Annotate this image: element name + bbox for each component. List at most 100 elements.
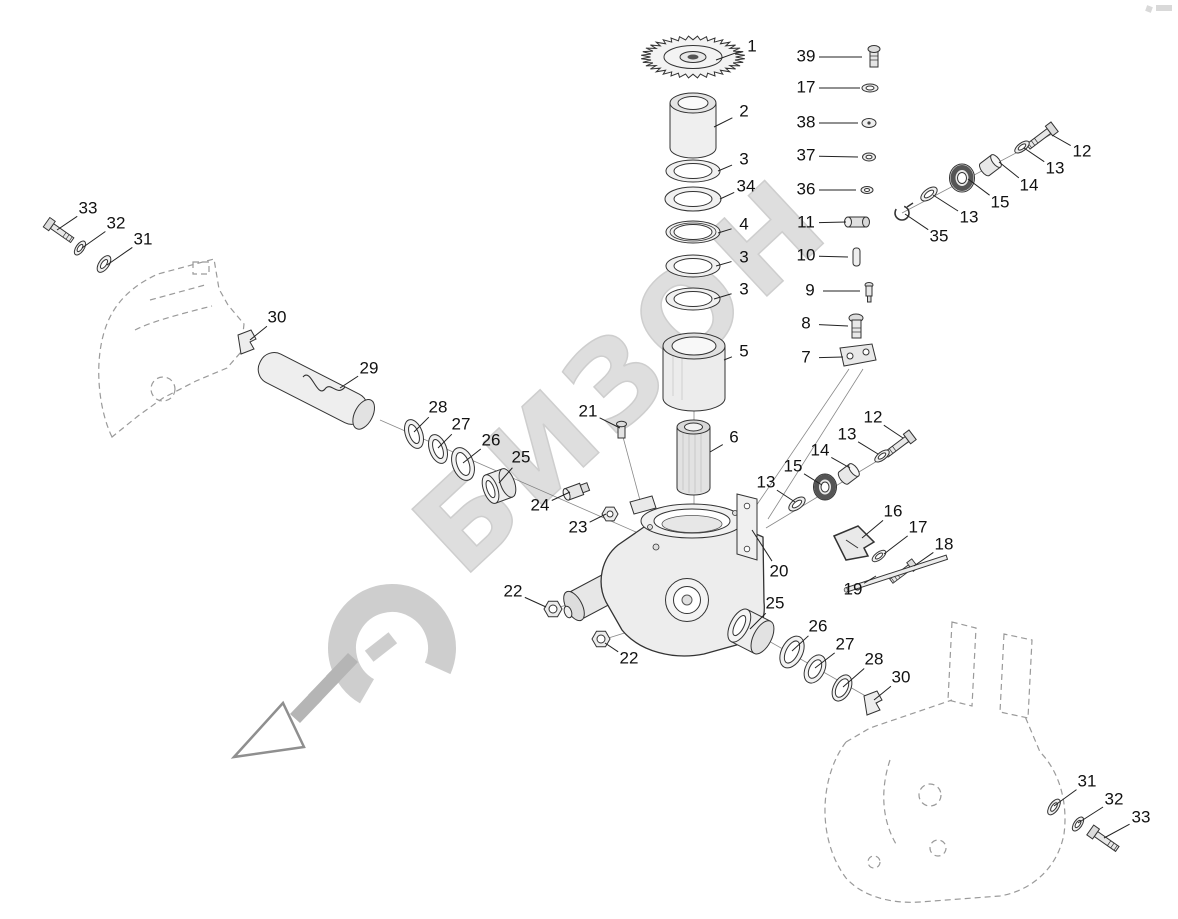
part-number-label: 28 bbox=[429, 397, 448, 416]
leader-line bbox=[818, 356, 844, 359]
leader-line bbox=[56, 215, 78, 231]
part-6-cylinder bbox=[676, 419, 711, 496]
part-15-bearing bbox=[949, 163, 975, 193]
leader-line bbox=[462, 448, 482, 464]
part-number-label: 4 bbox=[739, 214, 748, 233]
leader-line bbox=[339, 375, 359, 389]
part-25-bushing bbox=[727, 608, 775, 655]
part-number-label: 12 bbox=[864, 407, 883, 426]
part-number-label: 15 bbox=[991, 192, 1010, 211]
part-number-label: 8 bbox=[801, 313, 810, 332]
watermark-text: БИЗОН bbox=[388, 150, 856, 600]
part-number-label: 33 bbox=[1132, 807, 1151, 826]
part-20-plate bbox=[736, 493, 758, 561]
corner-mark bbox=[1145, 5, 1172, 13]
part-number-label: 3 bbox=[739, 247, 748, 266]
part-number-label: 33 bbox=[79, 198, 98, 217]
leader-line bbox=[717, 228, 732, 234]
part-number-label: 30 bbox=[892, 667, 911, 686]
leader-line bbox=[814, 652, 835, 669]
part-21-bolt bbox=[616, 420, 627, 439]
leader-line bbox=[1053, 789, 1077, 807]
part-number-label: 11 bbox=[797, 212, 815, 231]
part-31-washer bbox=[1047, 798, 1061, 816]
leader-line bbox=[842, 668, 865, 688]
part-number-label: 25 bbox=[766, 593, 785, 612]
leader-line bbox=[715, 261, 732, 267]
part-3-ring bbox=[665, 287, 721, 311]
leader-line bbox=[589, 513, 607, 523]
part-31-washer bbox=[96, 255, 112, 273]
part-number-label: 31 bbox=[134, 229, 153, 248]
leader-line bbox=[818, 155, 859, 158]
leader-line bbox=[831, 456, 851, 469]
brand-logo-bar bbox=[364, 632, 398, 662]
part-10-pin bbox=[852, 247, 861, 267]
leader-line bbox=[861, 519, 884, 539]
leader-line bbox=[249, 325, 268, 341]
part-4-ring bbox=[665, 220, 721, 244]
leader-line bbox=[967, 178, 990, 196]
part-number-label: 22 bbox=[504, 581, 523, 600]
part-number-label: 9 bbox=[805, 280, 814, 299]
part-1-gear bbox=[641, 35, 745, 79]
part-number-label: 14 bbox=[1020, 175, 1039, 194]
part-9-grease-nipple bbox=[864, 282, 874, 303]
leader-line bbox=[413, 416, 430, 433]
part-number-label: 3 bbox=[739, 279, 748, 298]
part-30-clip bbox=[237, 329, 257, 355]
part-number-label: 17 bbox=[909, 517, 928, 536]
part-33-bolt bbox=[42, 217, 76, 246]
part-29-wave-line bbox=[302, 374, 346, 392]
leader-line bbox=[998, 161, 1020, 179]
leader-line bbox=[791, 635, 809, 652]
leader-line bbox=[818, 324, 849, 327]
part-16-bracket bbox=[832, 525, 876, 561]
leader-line bbox=[1023, 147, 1045, 163]
leader-line bbox=[873, 685, 892, 701]
leader-line bbox=[883, 535, 908, 555]
part-number-label: 19 bbox=[844, 579, 863, 598]
part-37-washer bbox=[862, 152, 876, 162]
leader-line bbox=[857, 441, 879, 455]
leader-line bbox=[81, 231, 106, 249]
part-27-ring bbox=[803, 654, 827, 684]
part-28-ring bbox=[404, 419, 424, 449]
part-number-label: 17 bbox=[797, 77, 816, 96]
machine-outline-bottom-right bbox=[824, 621, 1066, 903]
part-number-label: 27 bbox=[452, 414, 471, 433]
part-3-ring bbox=[665, 159, 721, 183]
part-23-fitting bbox=[601, 506, 619, 522]
leader-line bbox=[719, 191, 735, 200]
leader-line bbox=[1051, 134, 1071, 147]
part-number-label: 28 bbox=[865, 649, 884, 668]
part-8-bolt bbox=[848, 313, 864, 339]
part-number-label: 7 bbox=[801, 347, 810, 366]
part-number-label: 13 bbox=[838, 424, 857, 443]
part-number-label: 25 bbox=[512, 447, 531, 466]
part-15-bearing bbox=[813, 473, 837, 501]
leader-line bbox=[932, 194, 959, 212]
part-number-label: 24 bbox=[531, 495, 550, 514]
leader-line bbox=[818, 221, 847, 224]
gearbox-housing bbox=[563, 493, 765, 657]
leader-line bbox=[751, 529, 773, 562]
part-39-screw bbox=[867, 45, 881, 68]
part-number-label: 13 bbox=[960, 207, 979, 226]
part-38-washer bbox=[861, 118, 877, 128]
brand-logo-swirl bbox=[328, 584, 456, 712]
part-3-ring bbox=[665, 254, 721, 278]
part-17-washer bbox=[869, 547, 889, 565]
part-12-bolt bbox=[1024, 121, 1059, 152]
part-number-label: 6 bbox=[729, 427, 738, 446]
watermark-group: БИЗОН bbox=[328, 149, 857, 712]
part-number-label: 39 bbox=[797, 46, 816, 65]
part-19-rod bbox=[843, 554, 949, 593]
callout-labels-layer: 1391738373611109872334433561213141513353… bbox=[56, 36, 1151, 839]
leader-line bbox=[715, 50, 740, 61]
part-34-ring bbox=[664, 186, 722, 212]
part-number-label: 35 bbox=[930, 226, 949, 245]
part-36-ring bbox=[860, 186, 874, 194]
part-35-clip bbox=[894, 202, 914, 221]
part-number-label: 21 bbox=[579, 401, 598, 420]
